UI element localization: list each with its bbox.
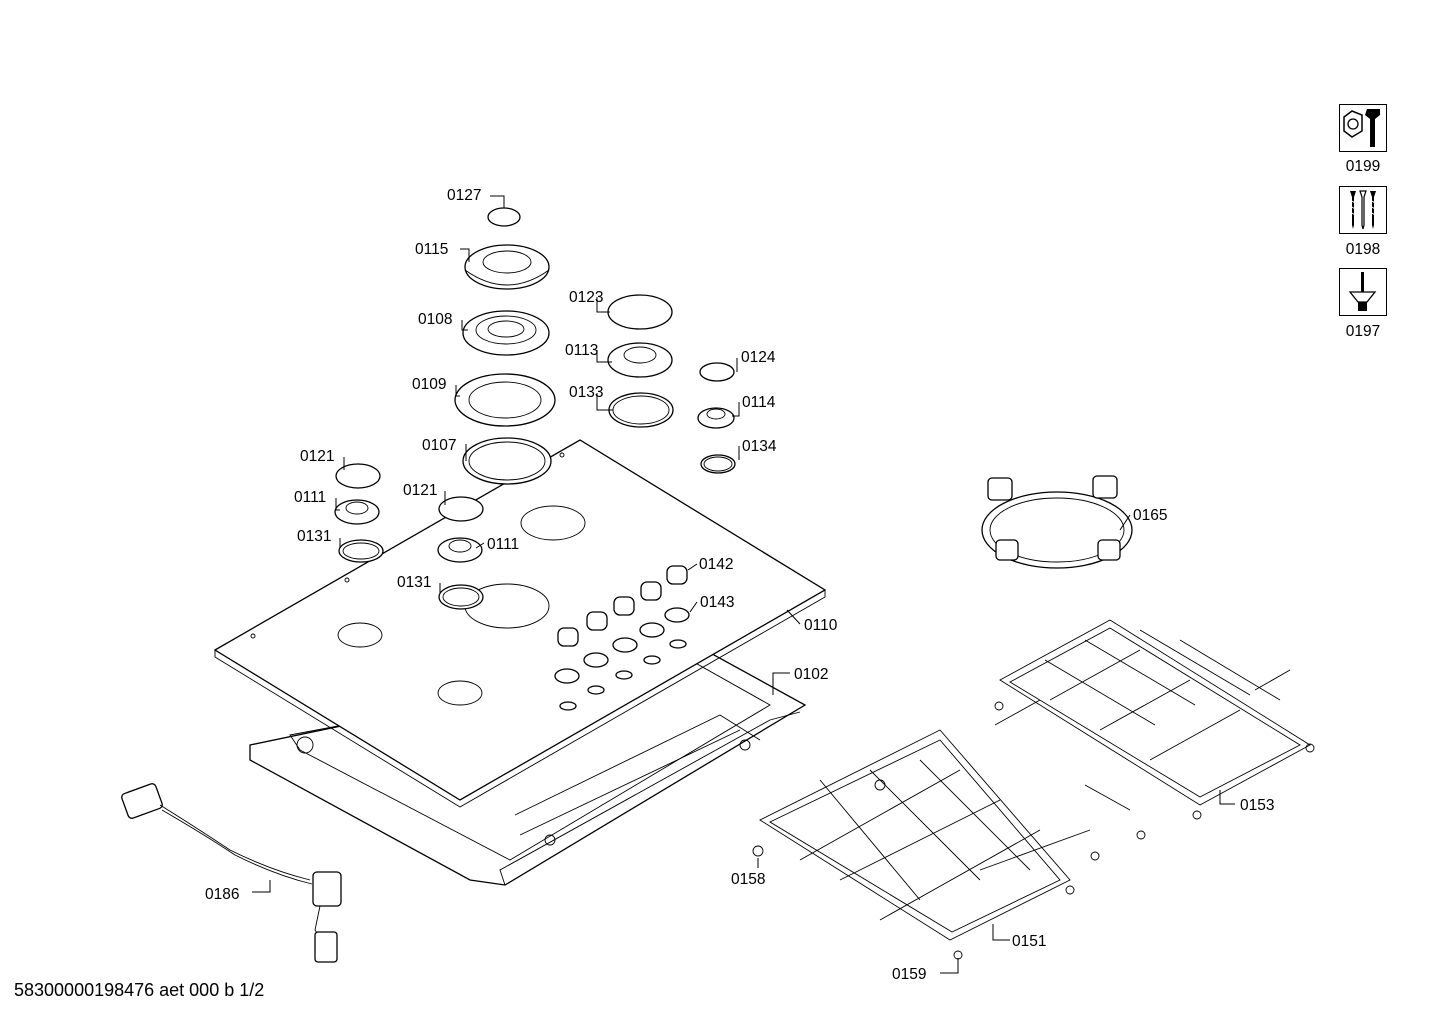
leader-lines bbox=[252, 195, 1235, 974]
burner-base-0109 bbox=[454, 373, 556, 427]
label-0121-center: 0121 bbox=[403, 482, 437, 499]
label-0109: 0109 bbox=[412, 376, 446, 393]
label-0151: 0151 bbox=[1012, 933, 1046, 950]
label-0114: 0114 bbox=[742, 394, 776, 411]
label-0134: 0134 bbox=[742, 438, 777, 455]
knob-seats-0143 bbox=[554, 607, 690, 711]
burner-head-0114 bbox=[697, 407, 735, 429]
burner-cap-0124 bbox=[699, 362, 735, 382]
tool-0198-box bbox=[1339, 186, 1387, 234]
tool-0199-label: 0199 bbox=[1345, 158, 1381, 175]
burner-cap-0127 bbox=[487, 207, 521, 227]
label-0127: 0127 bbox=[447, 187, 481, 204]
seal-ring-0131-center bbox=[438, 584, 484, 610]
seal-ring-0134 bbox=[700, 454, 736, 474]
screwdriver-icon bbox=[1348, 272, 1377, 311]
label-0159: 0159 bbox=[892, 966, 926, 983]
part-labels: 0127 0115 0108 0109 0107 0121 0111 0131 … bbox=[205, 187, 1274, 983]
burner-head-0113 bbox=[607, 342, 673, 378]
power-cord-0186 bbox=[121, 783, 342, 963]
label-0124: 0124 bbox=[741, 349, 776, 366]
label-0115: 0115 bbox=[415, 241, 448, 258]
burner-cap-0121-center bbox=[438, 496, 484, 522]
label-0143: 0143 bbox=[700, 594, 734, 611]
label-0108: 0108 bbox=[418, 311, 452, 328]
label-0133: 0133 bbox=[569, 384, 603, 401]
nut-wrench-icon bbox=[1343, 109, 1380, 147]
label-0158: 0158 bbox=[731, 871, 765, 888]
tool-0199-box bbox=[1339, 104, 1387, 152]
seal-ring-0133 bbox=[608, 392, 674, 428]
label-0113: 0113 bbox=[565, 342, 598, 359]
label-0186: 0186 bbox=[205, 886, 239, 903]
burner-head-0111-left bbox=[334, 499, 380, 525]
control-knobs-0142 bbox=[557, 565, 688, 647]
burner-crown-0115 bbox=[464, 244, 550, 290]
label-0102: 0102 bbox=[794, 666, 828, 683]
tool-0197-box bbox=[1339, 268, 1387, 316]
document-id-footer: 58300000198476 aet 000 b 1/2 bbox=[14, 980, 265, 1000]
burner-ring-0108 bbox=[462, 310, 550, 356]
pan-support-0151 bbox=[752, 729, 1100, 960]
label-0121-left: 0121 bbox=[300, 448, 334, 465]
burner-cap-0121-left bbox=[335, 463, 381, 489]
burner-head-0111-center bbox=[437, 537, 483, 563]
seal-ring-0131-left bbox=[338, 539, 384, 563]
burner-cap-0123 bbox=[607, 294, 673, 330]
screws-icon bbox=[1350, 190, 1376, 230]
label-0131-left: 0131 bbox=[297, 528, 331, 545]
tool-0197-label: 0197 bbox=[1345, 323, 1381, 340]
label-0131-center: 0131 bbox=[397, 574, 431, 591]
label-0110: 0110 bbox=[804, 617, 838, 634]
label-0111-center: 0111 bbox=[487, 536, 519, 553]
label-0142: 0142 bbox=[699, 556, 733, 573]
pan-support-0153 bbox=[994, 619, 1315, 840]
label-0153: 0153 bbox=[1240, 797, 1274, 814]
label-0111-left: 0111 bbox=[294, 489, 326, 506]
label-0123: 0123 bbox=[569, 289, 603, 306]
tool-0198-label: 0198 bbox=[1345, 241, 1381, 258]
label-0165: 0165 bbox=[1133, 507, 1167, 524]
seal-ring-0107 bbox=[462, 437, 552, 485]
label-0107: 0107 bbox=[422, 437, 456, 454]
wok-ring-0165 bbox=[981, 475, 1133, 569]
